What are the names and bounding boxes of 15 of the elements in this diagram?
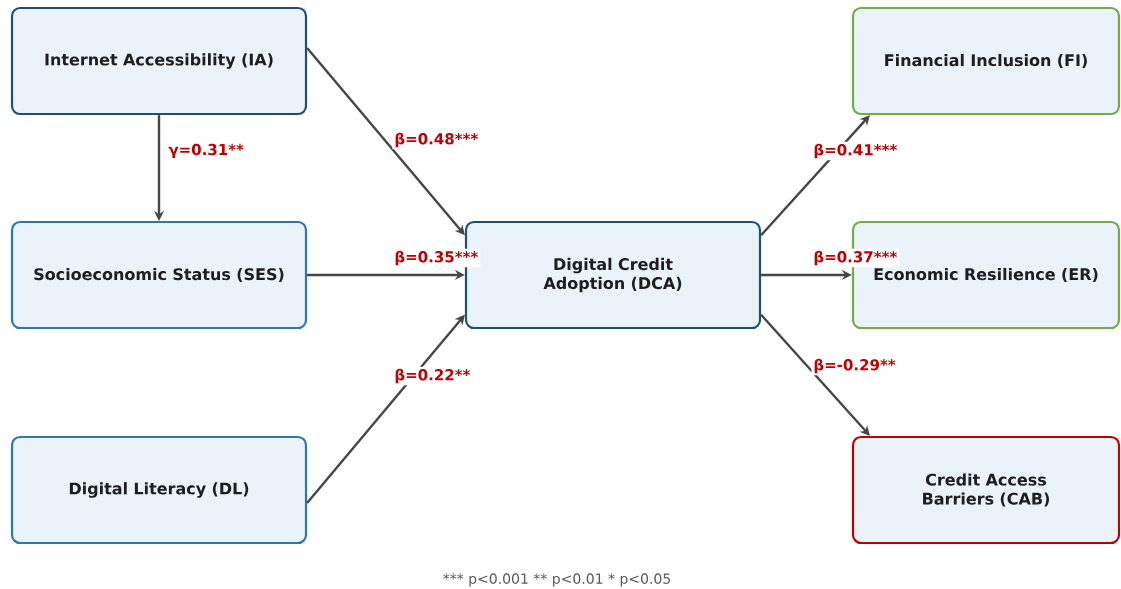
significance-note: *** p<0.001 ** p<0.01 * p<0.05	[443, 573, 670, 587]
edge-label: β=0.41***	[811, 141, 900, 161]
variable-box: Internet Accessibility (IA)	[10, 6, 308, 116]
edge-label: γ=0.31**	[166, 141, 246, 161]
edge-label: β=0.37***	[811, 248, 900, 268]
variable-box: Socioeconomic Status (SES)	[10, 220, 308, 330]
arrow	[760, 115, 870, 237]
edge-label: β=0.35***	[392, 248, 481, 268]
variable-box: Financial Inclusion (FI)	[851, 6, 1121, 116]
edge-label: β=-0.29**	[811, 356, 898, 376]
edge-label: β=0.22**	[392, 366, 473, 386]
variable-box: Credit Access Barriers (CAB)	[851, 435, 1121, 545]
arrow	[760, 313, 870, 436]
edge-label: β=0.48***	[392, 130, 481, 150]
variable-box: Digital Literacy (DL)	[10, 435, 308, 545]
